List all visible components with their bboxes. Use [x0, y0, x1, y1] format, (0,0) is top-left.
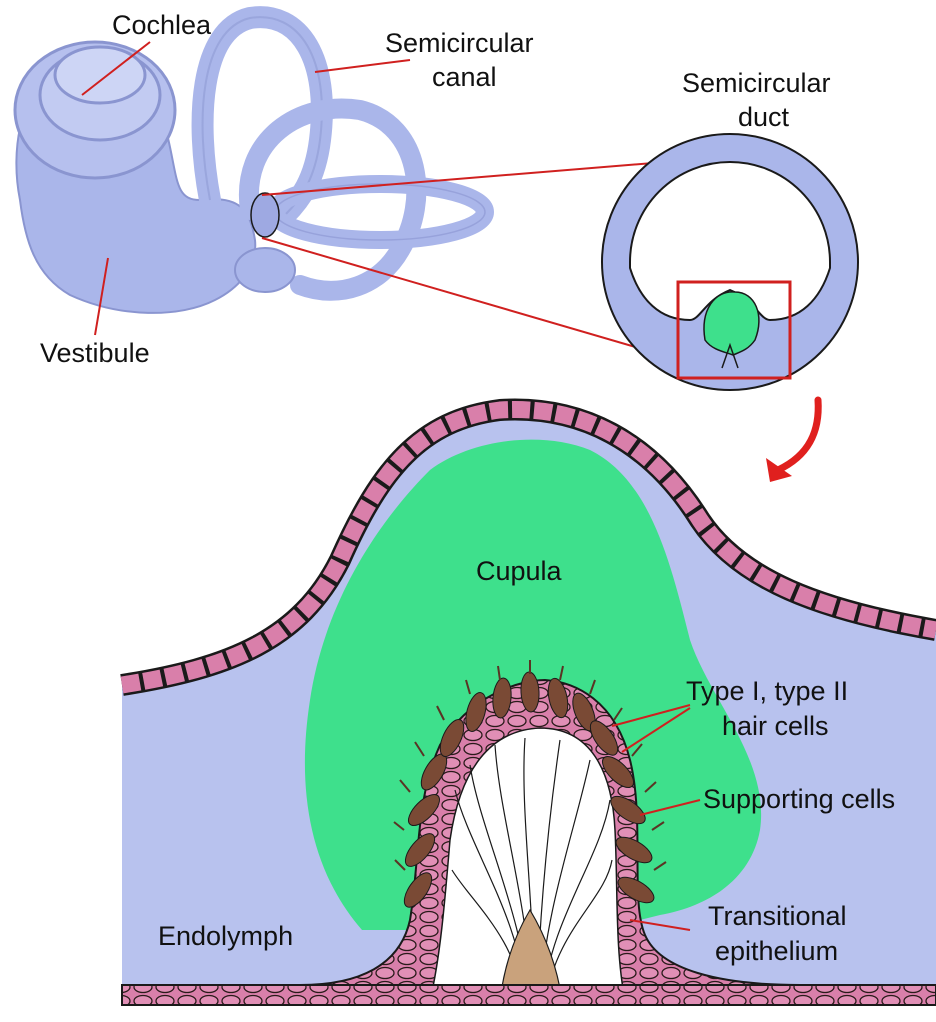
bony-labyrinth: [15, 17, 485, 313]
label-endolymph: Endolymph: [158, 921, 293, 951]
ampulla: [235, 248, 295, 292]
label-transitional-1: Transitional: [708, 901, 847, 931]
label-semicircular-duct-1: Semicircular: [682, 68, 831, 98]
label-vestibule: Vestibule: [40, 338, 150, 368]
label-semicircular-canal-2: canal: [432, 62, 497, 92]
label-hair-cells-1: Type I, type II: [686, 676, 848, 706]
duct-cross-section: [602, 134, 858, 390]
label-semicircular-duct-2: duct: [738, 102, 790, 132]
label-supporting-cells: Supporting cells: [703, 784, 895, 814]
label-cochlea: Cochlea: [112, 10, 212, 40]
label-cupula: Cupula: [476, 556, 563, 586]
curved-arrow-down-left-icon: [778, 400, 818, 470]
label-hair-cells-2: hair cells: [722, 711, 829, 741]
label-transitional-2: epithelium: [715, 936, 838, 966]
basement-band: [122, 985, 936, 1005]
canal-leader: [315, 60, 410, 72]
label-semicircular-canal-1: Semicircular: [385, 28, 534, 58]
